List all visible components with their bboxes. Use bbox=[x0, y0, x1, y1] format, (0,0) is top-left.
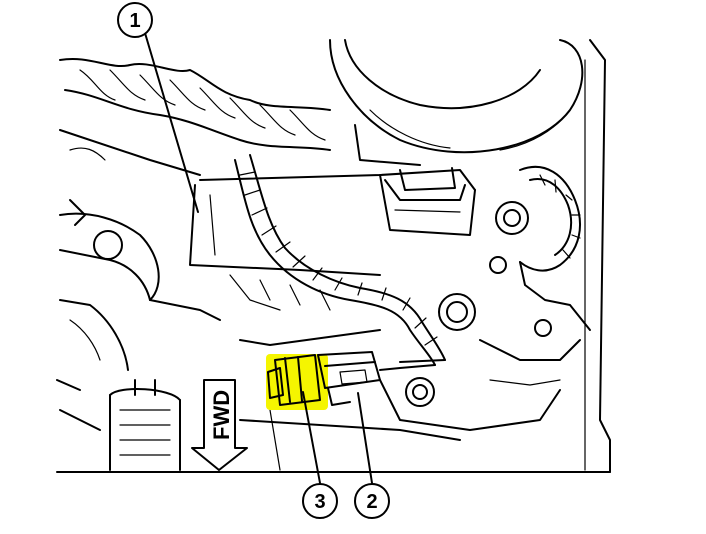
fwd-arrow bbox=[191, 379, 248, 471]
callout-1: 1 bbox=[117, 2, 153, 38]
intake-tube bbox=[329, 39, 584, 166]
connector bbox=[317, 351, 381, 406]
callout-3-label: 3 bbox=[314, 491, 325, 513]
frame-edges bbox=[56, 39, 611, 473]
callout-2: 2 bbox=[354, 483, 390, 519]
wiring-harness bbox=[234, 154, 446, 371]
highlighted-sensor bbox=[266, 354, 328, 410]
right-harness bbox=[519, 165, 591, 331]
upper-left-bundle bbox=[59, 58, 331, 176]
lower-right-housing bbox=[239, 329, 581, 471]
center-bracket bbox=[189, 167, 476, 311]
callout-3: 3 bbox=[302, 483, 338, 519]
bolts bbox=[405, 201, 552, 407]
callout-1-label: 1 bbox=[129, 10, 140, 32]
fwd-label: FWD bbox=[209, 390, 234, 440]
leader-lines bbox=[144, 32, 373, 484]
lower-left-assembly bbox=[59, 379, 181, 471]
callout-2-label: 2 bbox=[366, 491, 377, 513]
left-component bbox=[56, 199, 221, 391]
